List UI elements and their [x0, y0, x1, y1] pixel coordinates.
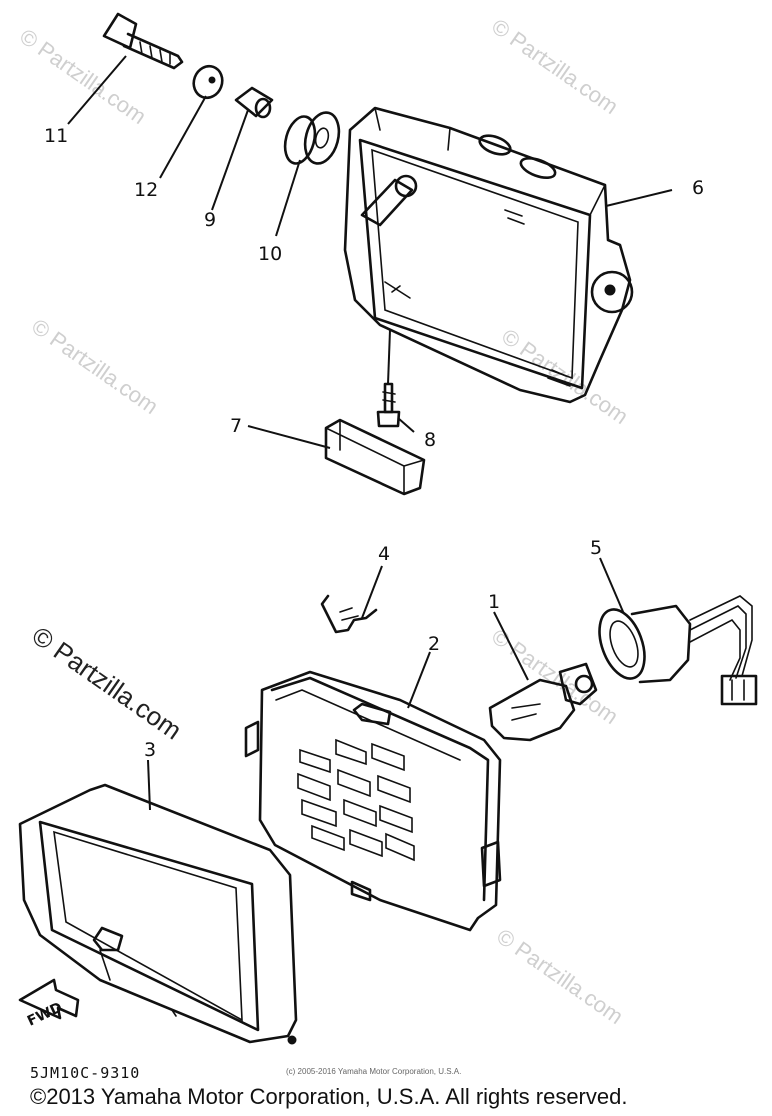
washer-part-12 — [192, 64, 224, 100]
rim-part-3 — [18, 783, 298, 1045]
callout-6: 6 — [692, 177, 704, 199]
clip-part-4 — [320, 594, 378, 634]
callout-2: 2 — [428, 633, 440, 655]
drawing-code: 5JM10C-9310 — [30, 1064, 140, 1082]
callouts: 11 12 9 10 6 7 8 4 5 1 2 3 — [44, 125, 704, 761]
callout-10: 10 — [258, 243, 282, 265]
lens-pattern — [297, 738, 415, 862]
grommet-part-10 — [283, 111, 341, 165]
callout-4: 4 — [378, 543, 390, 565]
copyright-notice: ©2013 Yamaha Motor Corporation, U.S.A. A… — [30, 1084, 627, 1109]
fwd-arrow-icon: FWD — [18, 978, 80, 1030]
watermark: © Partzilla.com — [15, 24, 151, 130]
watermark: © Partzilla.com — [27, 314, 163, 420]
socket-part-5 — [598, 595, 758, 706]
watermark: © Partzilla.com — [492, 924, 628, 1030]
callout-1: 1 — [488, 591, 500, 613]
callout-5: 5 — [590, 537, 602, 559]
callout-8: 8 — [424, 429, 436, 451]
callout-11: 11 — [44, 125, 68, 147]
leader-lines — [67, 55, 673, 811]
callout-7: 7 — [230, 415, 242, 437]
watermark-main: © Partzilla.com — [27, 620, 188, 745]
watermark: © Partzilla.com — [487, 14, 623, 120]
callout-9: 9 — [204, 209, 216, 231]
lens-unit-part-2 — [244, 670, 502, 932]
block-part-7 — [324, 418, 426, 496]
callout-12: 12 — [134, 179, 158, 201]
collar-part-9 — [234, 86, 274, 119]
bolt-part-11 — [102, 12, 184, 70]
callout-3: 3 — [144, 739, 156, 761]
headlight-housing-part-6 — [343, 106, 634, 404]
small-copyright: (c) 2005-2016 Yamaha Motor Corporation, … — [286, 1067, 461, 1076]
bulb-part-1 — [488, 662, 598, 742]
screw-part-8 — [376, 382, 401, 428]
